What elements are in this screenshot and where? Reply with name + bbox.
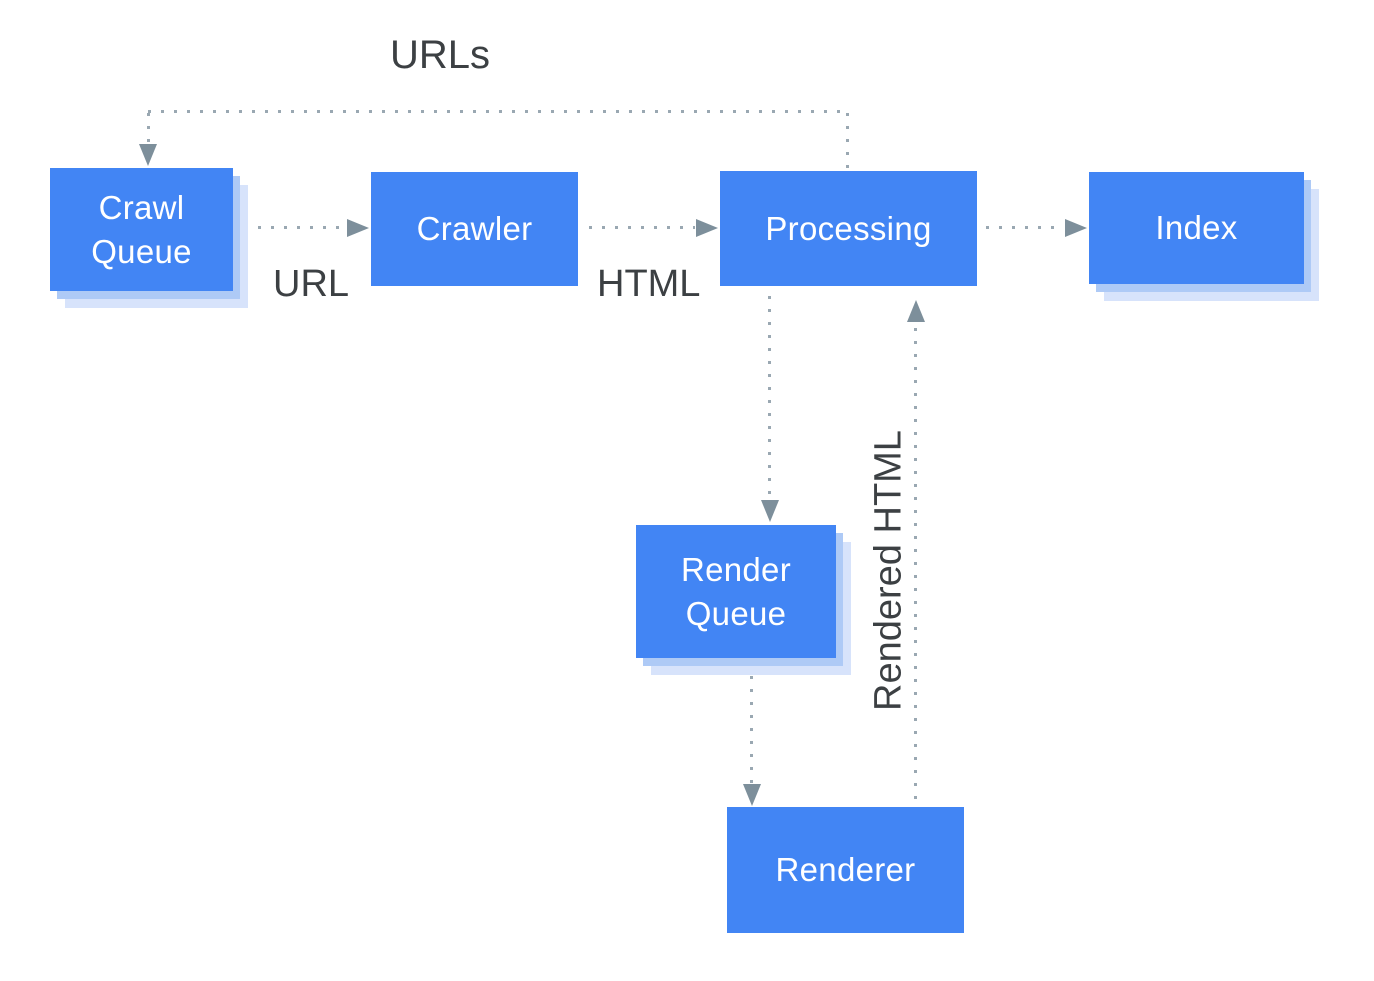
- node-renderer: Renderer: [727, 807, 964, 933]
- arrowhead-into-index-icon: [1065, 219, 1087, 237]
- connector-processing-to-crawl-queue-horizontal: [148, 110, 849, 113]
- arrowhead-into-crawler-icon: [347, 219, 369, 237]
- node-render-queue: Render Queue: [636, 525, 836, 658]
- arrowhead-into-renderer-icon: [743, 784, 761, 806]
- edge-label-urls: URLs: [390, 33, 491, 77]
- edge-label-rendered-html: Rendered HTML: [867, 430, 910, 711]
- connector-render-queue-to-renderer: [750, 676, 753, 784]
- connector-processing-to-crawl-queue-left-drop: [147, 113, 150, 143]
- connector-crawl-queue-to-crawler: [245, 226, 345, 229]
- edge-label-url: URL: [273, 263, 350, 305]
- arrowhead-into-crawl-queue-icon: [139, 144, 157, 166]
- arrowhead-into-render-queue-icon: [761, 500, 779, 522]
- node-renderer-label: Renderer: [775, 851, 916, 889]
- node-crawl-queue: Crawl Queue: [50, 168, 233, 291]
- node-crawler-label: Crawler: [416, 210, 533, 248]
- connector-processing-to-crawl-queue-right-rise: [846, 113, 849, 168]
- node-crawler: Crawler: [371, 172, 578, 286]
- node-processing: Processing: [720, 171, 977, 286]
- connector-renderer-to-processing: [914, 328, 917, 805]
- arrowhead-up-into-processing-icon: [907, 300, 925, 322]
- arrowhead-into-processing-icon: [696, 219, 718, 237]
- node-index-label: Index: [1155, 209, 1238, 247]
- node-processing-label: Processing: [765, 209, 932, 247]
- connector-processing-to-index: [986, 226, 1064, 229]
- node-crawl-queue-label: Crawl Queue: [91, 188, 192, 270]
- connector-processing-to-render-queue: [768, 296, 771, 498]
- node-render-queue-label: Render Queue: [680, 550, 792, 632]
- connector-crawler-to-processing: [589, 226, 695, 229]
- node-index: Index: [1089, 172, 1304, 284]
- edge-label-html: HTML: [597, 263, 701, 305]
